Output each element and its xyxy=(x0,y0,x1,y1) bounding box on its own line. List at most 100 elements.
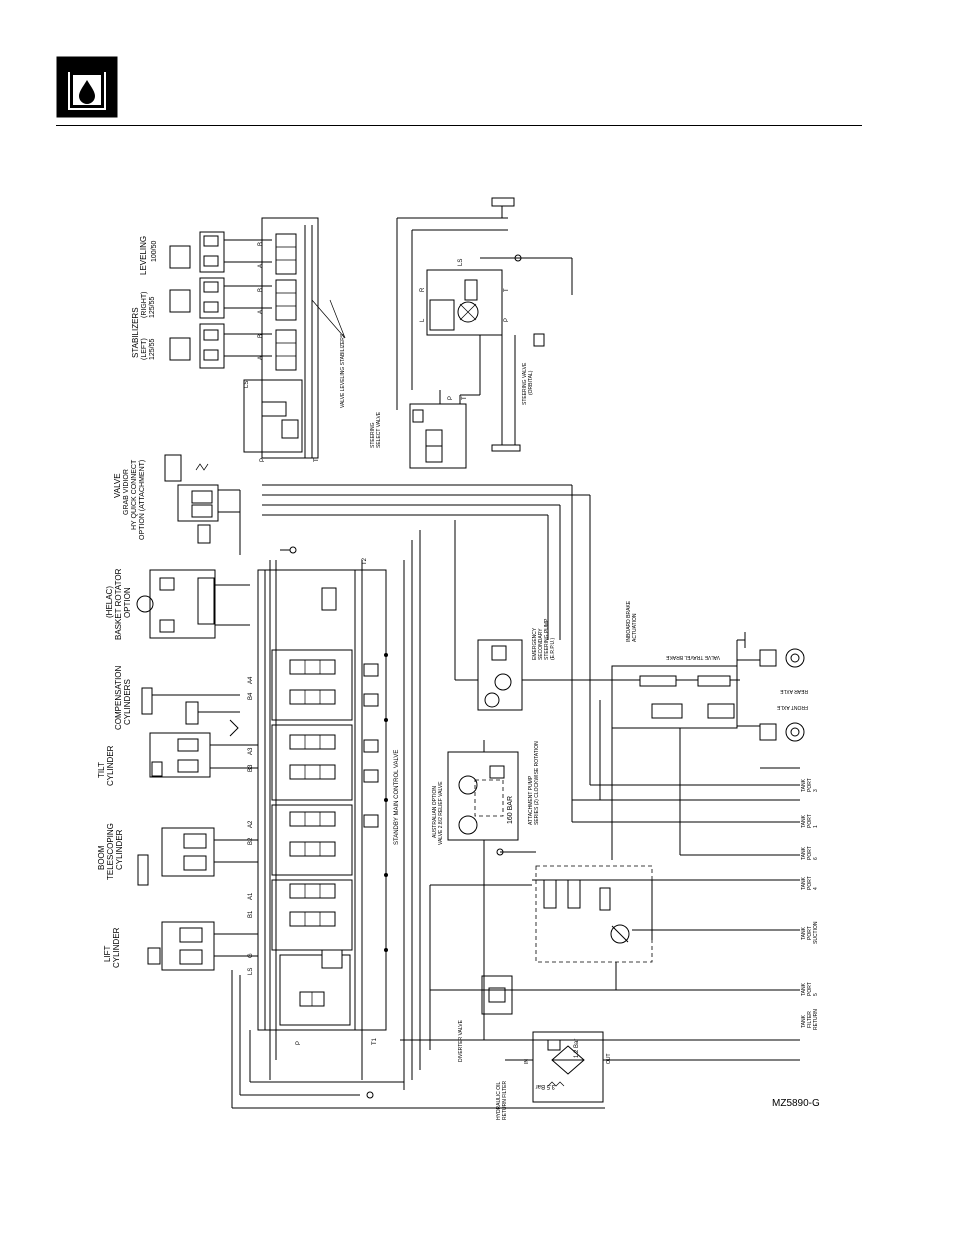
tank-filter-return-a: TANK xyxy=(801,1014,807,1028)
basket-rotator-label-3: OPTION xyxy=(123,587,132,618)
tank-port-4-c: 4 xyxy=(813,887,819,890)
rear-axle-label: REAR AXLE xyxy=(780,688,808,694)
port-label: T2 xyxy=(362,557,368,565)
tank-port-suction-c: SUCTION xyxy=(813,921,819,944)
hydraulic-oil-drop-icon xyxy=(56,56,118,118)
relief-160-label: 160 BAR xyxy=(507,796,514,824)
stabilizer-right-cylinder xyxy=(169,277,272,319)
header-rule xyxy=(56,125,862,126)
leveling-valve-label: VALVE LEVELING STABILIZERS xyxy=(340,333,346,408)
port-label: A xyxy=(258,264,264,268)
front-axle-brakes xyxy=(737,722,805,742)
bypass-2-label: 3.5 Bar xyxy=(536,1083,555,1089)
port-label: A4 xyxy=(248,676,254,684)
quick-connect-label-4: OPTION (ATTACHMENT) xyxy=(139,460,146,540)
tank-filter-return-b: FILTER xyxy=(807,1011,813,1028)
figure-code: MZ5890-G xyxy=(772,1098,820,1109)
port-label: B xyxy=(258,334,264,338)
leveling-cylinder xyxy=(169,231,272,273)
tank-port-lines xyxy=(400,767,800,1041)
port-label: P xyxy=(504,318,510,322)
port-label: A xyxy=(258,356,264,360)
tilt-label-1: TILT xyxy=(97,762,106,778)
leveling-stabilizer-valve xyxy=(243,217,346,459)
port-label: B xyxy=(258,288,264,292)
boom-tele-label-2: TELESCOPING xyxy=(106,823,115,880)
port-label: P xyxy=(260,458,266,462)
port-label: L xyxy=(420,318,426,322)
emergency-pump-label-1: EMERGENCY xyxy=(532,627,538,660)
tandem-pump xyxy=(532,865,800,963)
tank-port-suction-b: PORT xyxy=(807,926,813,940)
return-filter xyxy=(505,1031,800,1103)
main-control-valve xyxy=(257,560,388,1080)
port-label: A3 xyxy=(248,747,254,755)
filter-out-label: OUT xyxy=(606,1053,612,1064)
steering-select-label-2: SELECT VALVE xyxy=(376,411,382,448)
basket-rotator xyxy=(136,569,250,639)
steering-valve-label-1: STEERING VALVE xyxy=(522,362,528,405)
tank-port-6-c: 6 xyxy=(813,857,819,860)
port-label: A1 xyxy=(248,892,254,900)
tank-port-5-c: 5 xyxy=(813,993,819,996)
port-label: P xyxy=(448,396,454,400)
stabilizer-left-cylinder xyxy=(169,323,272,369)
port-label: P xyxy=(296,1041,302,1045)
front-axle-label: FRONT AXLE xyxy=(776,704,808,710)
tank-port-1-b: PORT xyxy=(807,814,813,828)
australian-relief-valve xyxy=(447,740,519,1040)
steering-valve xyxy=(396,197,573,452)
steering-select-valve xyxy=(409,335,481,469)
emergency-pump-label-2: SECONDARY xyxy=(538,628,544,660)
port-label: T xyxy=(504,288,510,292)
lift-label-2: CYLINDER xyxy=(112,927,121,968)
boom-tele-label-3: CYLINDER xyxy=(115,829,124,870)
stab-left-size-label: 125/55 xyxy=(149,338,156,360)
emergency-pump-label-3: STEERING PUMP xyxy=(544,618,550,660)
tandem-pump-label-1: ATTACHMENT PUMP xyxy=(528,775,534,825)
tilt-cylinder xyxy=(149,732,258,778)
port-label: LS xyxy=(458,259,464,266)
brake-label-2: ACTUATION xyxy=(632,613,638,642)
lift-label-1: LIFT xyxy=(103,945,112,962)
aux-option-label-1: AUSTRALIAN OPTION xyxy=(432,786,438,838)
tank-port-3-c: 3 xyxy=(813,789,819,792)
quick-connect-label-2: GRAB VIDIOR xyxy=(123,469,130,515)
return-filter-label-2: RETURN FILTER xyxy=(502,1081,508,1120)
diverter-label: DIVERTER VALVE xyxy=(458,1019,464,1062)
steering-valve-label-2: (ORBITAL) xyxy=(528,370,534,395)
port-label: R xyxy=(420,287,426,292)
tank-port-6-b: PORT xyxy=(807,846,813,860)
emergency-steering-pump xyxy=(477,639,740,711)
port-label: B1 xyxy=(248,910,254,918)
quick-connect-label-1: VALVE xyxy=(113,473,122,498)
tank-filter-return-c: RETURN xyxy=(813,1009,819,1030)
leveling-label: LEVELING xyxy=(139,236,148,275)
valve-travel-label: VALVE TRAVEL BRAKE xyxy=(665,654,720,660)
leveling-size-label: 100/50 xyxy=(151,240,158,262)
boom-telescoping-cylinder xyxy=(137,827,258,886)
lift-cylinder xyxy=(147,921,258,971)
port-label: G xyxy=(248,953,254,958)
port-label: A xyxy=(258,310,264,314)
tank-port-3-b: PORT xyxy=(807,778,813,792)
stab-left-label: (LEFT) xyxy=(141,338,148,360)
tilt-label-2: CYLINDER xyxy=(106,745,115,786)
port-label: B4 xyxy=(248,692,254,700)
port-label: A2 xyxy=(248,820,254,828)
rear-axle-brakes xyxy=(737,648,805,668)
emergency-pump-label-4: (E.R.P.U.) xyxy=(550,638,556,660)
tank-port-5-a: TANK xyxy=(801,982,807,996)
port-label: T xyxy=(314,458,320,462)
tank-port-5-b: PORT xyxy=(807,982,813,996)
port-label: LS xyxy=(248,968,254,975)
compensation-cylinders xyxy=(141,687,240,737)
quick-connect-valve xyxy=(164,454,241,555)
port-label: B2 xyxy=(248,837,254,845)
tandem-pump-label-2: SERIES (2) CLOCKWISE ROTATION xyxy=(534,741,540,825)
port-label: B xyxy=(258,242,264,246)
brake-label-1: INBOARD BRAKE xyxy=(626,600,632,642)
main-valve-label: STANDBY MAIN CONTROL VALVE xyxy=(394,750,400,845)
port-label: LS xyxy=(244,381,250,388)
